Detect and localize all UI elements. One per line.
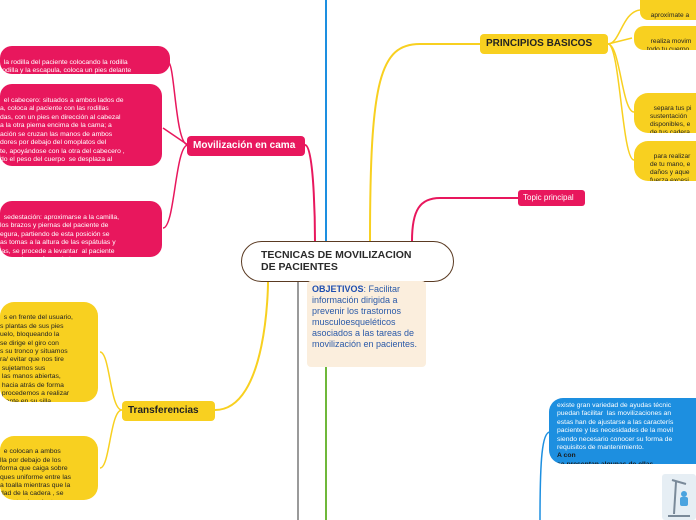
mov-item-3[interactable]: sedestación: aproximarse a la camilla, l… bbox=[0, 201, 162, 257]
ayudas-tecnicas-node[interactable]: existe gran variedad de ayudas técnic pu… bbox=[549, 398, 696, 464]
trans-item-text: s en frente del usuario, s plantas de su… bbox=[0, 314, 73, 402]
objectives-text: : Facilitar información dirigida a preve… bbox=[312, 284, 418, 349]
principio-item-1[interactable]: aproxímate a espalda recta bbox=[640, 0, 696, 20]
branch-label: PRINCIPIOS BASICOS bbox=[486, 38, 593, 49]
trans-item-text: e colocan a ambos lla por debajo de los … bbox=[0, 448, 72, 500]
ayudas-text: existe gran variedad de ayudas técnic pu… bbox=[557, 402, 674, 452]
trans-item-2[interactable]: e colocan a ambos lla por debajo de los … bbox=[0, 436, 98, 500]
mov-item-2[interactable]: el cabecero: situados a ambos lados de a… bbox=[0, 84, 162, 166]
topic-label: Topic principal bbox=[523, 193, 574, 202]
mov-item-1[interactable]: la rodilla del paciente colocando la rod… bbox=[0, 46, 170, 74]
principio-item-2[interactable]: realiza movim todo tu cuerpo bbox=[634, 26, 696, 50]
branch-label: Movilización en cama bbox=[193, 140, 296, 151]
central-title-line2: DE PACIENTES bbox=[261, 261, 338, 273]
mov-item-text: el cabecero: situados a ambos lados de a… bbox=[0, 96, 125, 167]
topic-principal-node[interactable]: Topic principal bbox=[518, 190, 585, 206]
ayudas-bold-text: A con se presentan algunas de ellas bbox=[557, 452, 653, 464]
principio-text: aproxímate a espalda recta bbox=[650, 12, 690, 19]
principio-text: para realizar de tu mano, e daños y aque… bbox=[650, 153, 691, 181]
lift-device-icon bbox=[668, 479, 690, 517]
branch-transferencias[interactable]: Transferencias bbox=[122, 401, 215, 421]
trans-item-1[interactable]: s en frente del usuario, s plantas de su… bbox=[0, 302, 98, 402]
principio-item-4[interactable]: para realizar de tu mano, e daños y aque… bbox=[634, 141, 696, 181]
branch-movilizacion-en-cama[interactable]: Movilización en cama bbox=[187, 136, 305, 156]
branch-label: Transferencias bbox=[128, 405, 199, 416]
principio-item-3[interactable]: separa tus pi sustentación disponibles, … bbox=[634, 93, 696, 133]
device-thumbnail-image bbox=[662, 474, 696, 520]
objectives-label: OBJETIVOS bbox=[312, 284, 364, 294]
objectives-note[interactable]: OBJETIVOS: Facilitar información dirigid… bbox=[307, 281, 426, 367]
central-title-line1: TECNICAS DE MOVILIZACION bbox=[261, 249, 412, 261]
mov-item-text: sedestación: aproximarse a la camilla, l… bbox=[0, 213, 120, 258]
branch-principios-basicos[interactable]: PRINCIPIOS BASICOS bbox=[480, 34, 608, 54]
mov-item-text: la rodilla del paciente colocando la rod… bbox=[0, 58, 132, 75]
central-topic[interactable]: TECNICAS DE MOVILIZACION DE PACIENTES bbox=[241, 241, 454, 282]
principio-text: realiza movim todo tu cuerpo bbox=[647, 38, 692, 50]
principio-text: separa tus pi sustentación disponibles, … bbox=[650, 105, 692, 133]
